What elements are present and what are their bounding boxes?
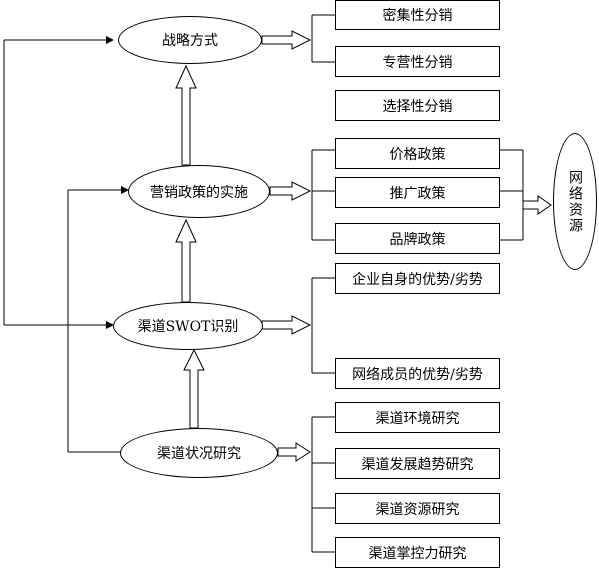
feedback-loop-line — [3, 36, 114, 329]
node-swot: 渠道SWOT识别 — [113, 302, 263, 350]
node-strategy-label: 战略方式 — [162, 33, 218, 49]
bracket-policy-left — [311, 149, 335, 241]
node-network-resource: 网络资源 — [553, 133, 597, 270]
bracket-policy-right — [500, 149, 524, 241]
status-item: 渠道掌控力研究 — [335, 537, 500, 568]
swot-item: 企业自身的优势/劣势 — [335, 263, 500, 294]
node-network-resource-label: 网络资源 — [567, 169, 583, 234]
bracket-swot — [311, 277, 335, 374]
bracket-status — [311, 416, 335, 553]
bracket-strategy — [311, 14, 335, 63]
node-policy-label: 营销政策的实施 — [150, 184, 248, 201]
status-item: 渠道发展趋势研究 — [335, 448, 500, 479]
status-item-label: 渠道掌控力研究 — [368, 545, 467, 562]
up-arrow-swot-to-policy — [175, 218, 197, 303]
strategy-item: 选择性分销 — [335, 90, 500, 121]
status-item: 渠道环境研究 — [335, 402, 500, 433]
status-item-label: 渠道资源研究 — [375, 501, 460, 518]
right-arrow-policy — [269, 181, 312, 201]
status-item: 渠道资源研究 — [335, 493, 500, 524]
node-status-label: 渠道状况研究 — [157, 446, 241, 462]
up-arrow-status-to-swot — [183, 348, 205, 429]
status-item-label: 渠道环境研究 — [375, 410, 460, 427]
policy-item: 品牌政策 — [335, 223, 500, 254]
status-item-label: 渠道发展趋势研究 — [361, 456, 474, 473]
swot-item-label: 网络成员的优势/劣势 — [352, 366, 483, 383]
strategy-item-label: 专营性分销 — [382, 54, 453, 71]
node-policy: 营销政策的实施 — [128, 165, 270, 218]
policy-item: 推广政策 — [335, 177, 500, 208]
policy-item-label: 推广政策 — [389, 185, 446, 202]
strategy-item: 专营性分销 — [335, 46, 500, 77]
node-swot-label: 渠道SWOT识别 — [137, 319, 239, 335]
right-arrow-strategy — [261, 30, 312, 50]
up-arrow-policy-to-strategy — [175, 64, 197, 166]
swot-item-label: 企业自身的优势/劣势 — [352, 271, 483, 288]
node-status: 渠道状况研究 — [120, 428, 278, 478]
node-strategy: 战略方式 — [118, 16, 262, 64]
right-arrow-to-network-resource — [522, 195, 552, 215]
swot-item: 网络成员的优势/劣势 — [335, 358, 500, 389]
right-arrow-status — [277, 442, 311, 462]
right-arrow-swot — [261, 315, 312, 335]
strategy-item-label: 密集性分销 — [382, 8, 453, 24]
policy-item: 价格政策 — [335, 138, 500, 169]
strategy-item-label: 选择性分销 — [382, 98, 453, 115]
strategy-item: 密集性分销 — [335, 0, 500, 30]
status-to-policy-line — [67, 186, 129, 453]
policy-item-label: 品牌政策 — [389, 231, 446, 248]
policy-item-label: 价格政策 — [389, 146, 446, 163]
